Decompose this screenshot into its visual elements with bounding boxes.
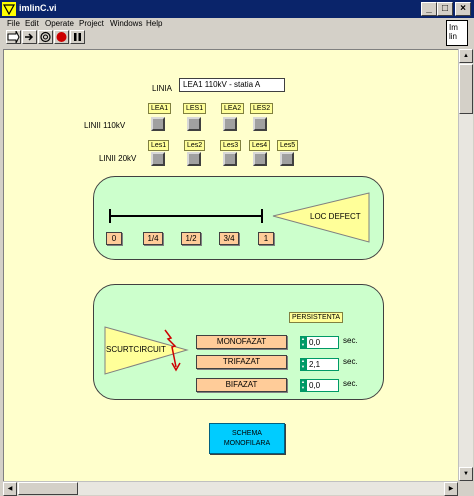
- menu-bar: File Edit Operate Project Windows Help: [0, 18, 474, 29]
- trifazat-increment-arrows[interactable]: ▲▼: [300, 358, 306, 371]
- line-diagram: [109, 192, 370, 243]
- les2-20kv-button[interactable]: [187, 152, 201, 166]
- run-arrow-icon[interactable]: [6, 30, 21, 44]
- pause-icon[interactable]: [70, 30, 85, 44]
- trifazat-persistence-control[interactable]: ▲▼ 2,1: [300, 358, 340, 371]
- position-1-button[interactable]: 1: [258, 232, 274, 245]
- trifazat-button[interactable]: TRIFAZAT: [196, 355, 287, 369]
- run-continuously-icon[interactable]: [22, 30, 37, 44]
- scurtcircuit-symbol: [104, 326, 189, 375]
- vi-icon[interactable]: Im lin: [446, 20, 468, 46]
- les3-20kv-label: Les3: [220, 140, 242, 151]
- les3-20kv-button[interactable]: [223, 152, 237, 166]
- scroll-right-icon[interactable]: ▶: [444, 482, 458, 496]
- bifazat-value[interactable]: 0,0: [306, 379, 339, 392]
- lea1-button[interactable]: [151, 117, 165, 131]
- les2-label: LES2: [250, 103, 274, 114]
- title-bar[interactable]: imlinC.vi _ □ ×: [0, 0, 474, 18]
- linii-20kv-label: LINII 20kV: [99, 154, 137, 163]
- labview-icon: [2, 2, 16, 16]
- les1-20kv-label: Les1: [148, 140, 170, 151]
- close-button[interactable]: ×: [455, 2, 471, 16]
- schema-monofilara-button[interactable]: SCHEMA MONOFILARA: [209, 423, 285, 454]
- les1-button[interactable]: [187, 117, 201, 131]
- bifazat-button[interactable]: BIFAZAT: [196, 378, 287, 392]
- vertical-scrollbar[interactable]: ▲ ▼: [458, 49, 473, 481]
- linii-110kv-label: LINII 110kV: [84, 121, 126, 130]
- menu-file[interactable]: File: [7, 19, 20, 28]
- menu-operate[interactable]: Operate: [45, 19, 74, 28]
- front-panel: LINIA LEA1 110kV - statia A LINII 110kV …: [3, 49, 458, 481]
- lea2-button[interactable]: [223, 117, 237, 131]
- position-three-quarter-button[interactable]: 3/4: [219, 232, 239, 245]
- menu-edit[interactable]: Edit: [25, 19, 39, 28]
- bifazat-increment-arrows[interactable]: ▲▼: [300, 379, 306, 392]
- les1-20kv-button[interactable]: [151, 152, 165, 166]
- scroll-down-icon[interactable]: ▼: [459, 467, 473, 481]
- trifazat-value[interactable]: 2,1: [306, 358, 339, 371]
- menu-project[interactable]: Project: [79, 19, 104, 28]
- vi-icon-line1: Im: [449, 23, 458, 32]
- window-title: imlinC.vi: [19, 3, 57, 13]
- menu-windows[interactable]: Windows: [110, 19, 143, 28]
- vi-icon-line2: lin: [449, 32, 458, 41]
- horizontal-scrollbar[interactable]: ◀ ▶: [3, 481, 458, 496]
- monofazat-increment-arrows[interactable]: ▲▼: [300, 336, 306, 349]
- les5-20kv-button[interactable]: [280, 152, 294, 166]
- schema-button-line1: SCHEMA: [232, 430, 262, 437]
- maximize-button[interactable]: □: [437, 2, 453, 16]
- les2-button[interactable]: [253, 117, 267, 131]
- minimize-button[interactable]: _: [421, 2, 437, 16]
- scurtcircuit-label: SCURTCIRCUIT: [106, 345, 166, 354]
- les5-20kv-label: Les5: [277, 140, 299, 151]
- monofazat-button[interactable]: MONOFAZAT: [196, 335, 287, 349]
- lea1-label: LEA1: [148, 103, 172, 114]
- monofazat-unit: sec.: [343, 336, 358, 345]
- linia-label: LINIA: [152, 84, 173, 93]
- persistenta-label: PERSISTENTA: [289, 312, 344, 323]
- les2-20kv-label: Les2: [184, 140, 206, 151]
- scroll-up-icon[interactable]: ▲: [459, 49, 473, 63]
- les4-20kv-label: Les4: [249, 140, 271, 151]
- toolbar: [0, 30, 430, 46]
- horizontal-scroll-thumb[interactable]: [18, 482, 78, 495]
- lea2-label: LEA2: [221, 103, 245, 114]
- menu-help[interactable]: Help: [146, 19, 163, 28]
- linia-string-indicator[interactable]: LEA1 110kV - statia A: [179, 78, 285, 92]
- trifazat-unit: sec.: [343, 357, 358, 366]
- scroll-left-icon[interactable]: ◀: [3, 482, 17, 496]
- vertical-scroll-thumb[interactable]: [459, 64, 473, 114]
- position-half-button[interactable]: 1/2: [181, 232, 201, 245]
- monofazat-persistence-control[interactable]: ▲▼ 0,0: [300, 336, 340, 349]
- bifazat-unit: sec.: [343, 379, 358, 388]
- position-quarter-button[interactable]: 1/4: [143, 232, 163, 245]
- les4-20kv-button[interactable]: [253, 152, 267, 166]
- position-0-button[interactable]: 0: [106, 232, 122, 245]
- schema-button-line2: MONOFILARA: [223, 440, 271, 447]
- stop-icon[interactable]: [54, 30, 69, 44]
- monofazat-value[interactable]: 0,0: [306, 336, 339, 349]
- les1-label: LES1: [183, 103, 207, 114]
- loc-defect-label: LOC DEFECT: [310, 212, 361, 221]
- bifazat-persistence-control[interactable]: ▲▼ 0,0: [300, 379, 340, 392]
- abort-stop-icon[interactable]: [38, 30, 53, 44]
